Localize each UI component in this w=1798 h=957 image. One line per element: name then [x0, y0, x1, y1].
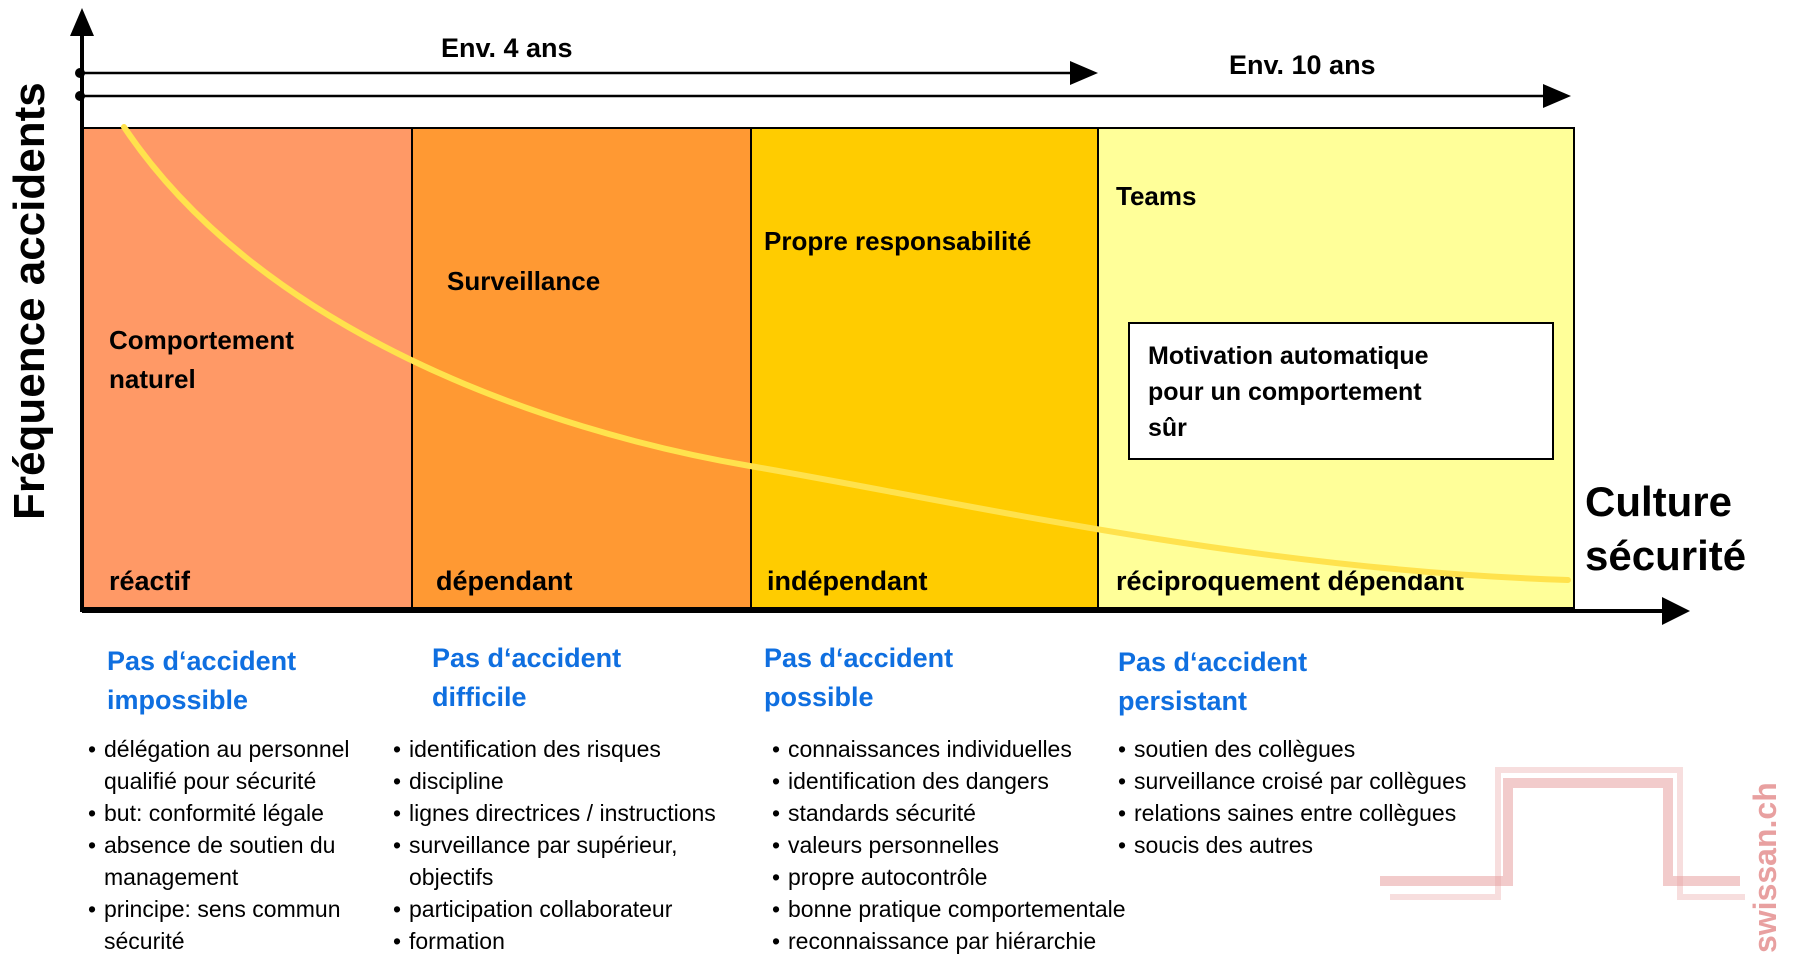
list-item: management	[104, 864, 239, 890]
bullet-list-difficult: identification des risques discipline li…	[387, 733, 716, 957]
list-item: discipline	[387, 765, 716, 797]
period-arrow-2-head	[1543, 84, 1571, 108]
list-item: qualifié pour sécurité	[104, 768, 317, 794]
heading-difficult: Pas d‘accident difficile	[432, 643, 622, 712]
period-label-10-years: Env. 10 ans	[1229, 50, 1376, 80]
zone-reactive: Comportement naturel réactif	[82, 127, 413, 609]
period-origin-dot	[75, 68, 85, 78]
zone-dependent: Surveillance dépendant	[411, 127, 752, 609]
list-item: identification des dangers	[766, 765, 1126, 797]
zone-level-label: réactif	[109, 566, 191, 596]
bullet-list-possible: connaissances individuelles identificati…	[766, 733, 1126, 957]
motivation-box: Motivation automatique pour un comportem…	[1128, 322, 1554, 460]
x-axis-label: Culture sécurité	[1585, 478, 1747, 579]
list-item: bonne pratique comportementale	[766, 893, 1126, 925]
list-item: soutien des collègues	[1112, 733, 1466, 765]
list-item: objectifs	[409, 864, 494, 890]
zone-level-label: dépendant	[436, 566, 573, 596]
list-item: absence de soutien du	[82, 829, 350, 861]
list-item: propre autocontrôle	[766, 861, 1126, 893]
list-item: relations saines entre collègues	[1112, 797, 1466, 829]
list-item: reconnaissance par hiérarchie	[766, 925, 1126, 957]
list-item: principe: sens commun	[82, 893, 350, 925]
x-axis-arrowhead	[1662, 597, 1690, 625]
y-axis-label: Fréquence accidents	[5, 82, 54, 520]
list-item: but: conformité légale	[82, 797, 350, 829]
period-label-4-years: Env. 4 ans	[441, 33, 573, 63]
watermark-text: swissan.ch	[1750, 782, 1783, 953]
period-arrow-1-head	[1070, 61, 1098, 85]
list-item: identification des risques	[387, 733, 716, 765]
list-item: délégation au personnel	[82, 733, 350, 765]
list-item: standards sécurité	[766, 797, 1126, 829]
heading-possible: Pas d‘accident possible	[764, 643, 954, 712]
bullet-list-persistent: soutien des collègues surveillance crois…	[1112, 733, 1466, 861]
heading-persistent: Pas d‘accident persistant	[1118, 647, 1308, 716]
list-item: participation collaborateur	[387, 893, 716, 925]
list-item: surveillance croisé par collègues	[1112, 765, 1466, 797]
zone-title: Surveillance	[447, 266, 601, 296]
heading-impossible: Pas d‘accident impossible	[107, 646, 297, 715]
period-origin-dot	[75, 91, 85, 101]
zone-level-label: indépendant	[767, 566, 928, 596]
y-axis-arrowhead	[70, 8, 94, 36]
svg-text:swissan.ch: swissan.ch	[1750, 782, 1783, 953]
list-item: sécurité	[104, 928, 185, 954]
list-item: valeurs personnelles	[766, 829, 1126, 861]
list-item: lignes directrices / instructions	[387, 797, 716, 829]
zone-title: Propre responsabilité	[764, 226, 1032, 256]
zone-title: Comportement naturel	[109, 325, 294, 394]
list-item: connaissances individuelles	[766, 733, 1126, 765]
list-item: formation	[387, 925, 716, 957]
accident-frequency-curve	[121, 124, 1571, 583]
zone-independent: Propre responsabilité indépendant	[750, 127, 1099, 609]
bullet-list-impossible: délégation au personnel qualifié pour sé…	[82, 733, 350, 957]
list-item: soucis des autres	[1112, 829, 1466, 861]
list-item: surveillance par supérieur,	[387, 829, 716, 861]
zone-title: Teams	[1116, 181, 1197, 211]
